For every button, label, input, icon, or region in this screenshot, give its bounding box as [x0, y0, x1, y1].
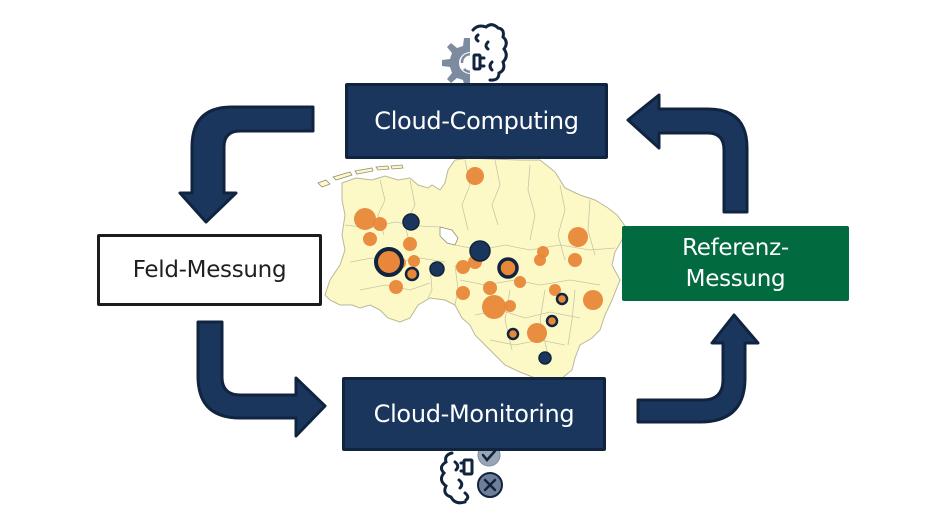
cross-icon — [477, 472, 503, 498]
reference-measurement-marker — [429, 261, 445, 277]
field-measurement-marker — [466, 167, 484, 185]
field-measurement-marker — [504, 300, 516, 312]
colocated-measurement-marker — [497, 257, 519, 279]
field-measurement-marker — [568, 253, 582, 267]
arrow-referenz-to-computing — [626, 93, 749, 214]
field-measurement-marker — [534, 254, 546, 266]
field-measurement-marker — [389, 280, 403, 294]
arrow-feld-to-monitoring — [196, 320, 327, 438]
cloud-computing-box: Cloud-Computing — [345, 83, 608, 159]
referenz-messung-label: Referenz- Messung — [682, 233, 789, 295]
brain-icon — [439, 451, 474, 505]
field-measurement-marker — [483, 281, 497, 295]
field-measurement-marker — [583, 290, 603, 310]
feld-messung-label: Feld-Messung — [132, 256, 287, 283]
gear-brain-chip-icon — [442, 23, 510, 84]
field-measurement-marker — [363, 232, 377, 246]
feld-messung-box: Feld-Messung — [97, 234, 322, 306]
colocated-measurement-marker — [506, 327, 520, 341]
cloud-monitoring-box: Cloud-Monitoring — [342, 377, 606, 451]
referenz-line-1: Referenz- — [682, 234, 789, 261]
reference-measurement-marker — [402, 213, 420, 231]
arrow-computing-to-feld — [178, 105, 315, 224]
colocated-measurement-marker — [404, 266, 420, 282]
field-measurement-marker — [527, 323, 547, 343]
reference-measurement-marker — [469, 240, 491, 262]
cloud-monitoring-label: Cloud-Monitoring — [373, 399, 575, 428]
arrow-monitoring-to-referenz — [636, 313, 760, 424]
field-measurement-marker — [354, 208, 376, 230]
brain-icon — [471, 23, 508, 82]
field-measurement-marker — [408, 255, 420, 267]
field-measurement-marker — [373, 217, 387, 231]
referenz-messung-box: Referenz- Messung — [622, 226, 849, 301]
field-measurement-marker — [549, 284, 561, 296]
brain-chip-check-cross-icon — [439, 443, 503, 505]
cloud-computing-label: Cloud-Computing — [374, 106, 579, 135]
reference-measurement-marker — [538, 351, 552, 365]
colocated-measurement-marker — [374, 247, 404, 277]
field-measurement-marker — [568, 227, 588, 247]
field-measurement-marker — [456, 286, 470, 300]
field-measurement-marker — [514, 276, 526, 288]
field-measurement-marker — [482, 295, 506, 319]
colocated-measurement-marker — [555, 292, 569, 306]
field-measurement-marker — [456, 260, 470, 274]
map-markers — [354, 167, 603, 365]
colocated-measurement-marker — [545, 314, 559, 328]
referenz-line-2: Messung — [685, 265, 786, 292]
field-measurement-marker — [403, 237, 417, 251]
